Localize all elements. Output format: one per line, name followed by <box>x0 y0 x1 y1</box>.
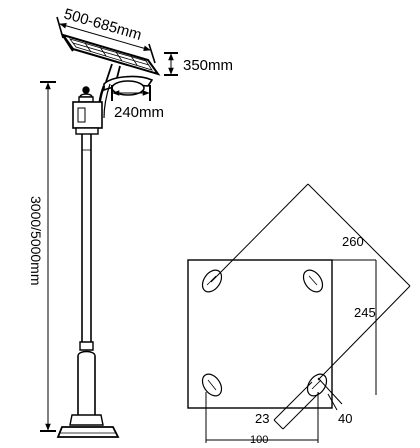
slot-hole <box>306 373 328 397</box>
arm-length-label: 240mm <box>114 104 164 121</box>
plate-diagonal-label: 260 <box>342 234 364 249</box>
dim-pole-height <box>40 81 56 432</box>
slot-hole <box>302 269 324 293</box>
slot-width-label: 23 <box>255 411 269 426</box>
dim-arm-length <box>111 85 151 101</box>
base-plate-drawing <box>187 183 411 443</box>
plate-side-label: 245 <box>354 305 376 320</box>
slot-length-label: 40 <box>338 411 352 426</box>
dim-panel-height <box>164 52 178 76</box>
hole-spacing-label: 100 <box>250 434 268 443</box>
dim-panel-width <box>56 16 156 64</box>
solar-street-light <box>56 33 161 438</box>
slot-hole <box>201 373 223 397</box>
slot-hole <box>201 269 223 293</box>
pole-base <box>56 414 120 438</box>
pole-top <box>72 86 103 135</box>
base-plate <box>187 259 333 409</box>
panel-height-label: 350mm <box>183 57 233 74</box>
pole-shaft <box>77 134 96 415</box>
pole-height-label: 3000/5000mm <box>28 196 44 286</box>
